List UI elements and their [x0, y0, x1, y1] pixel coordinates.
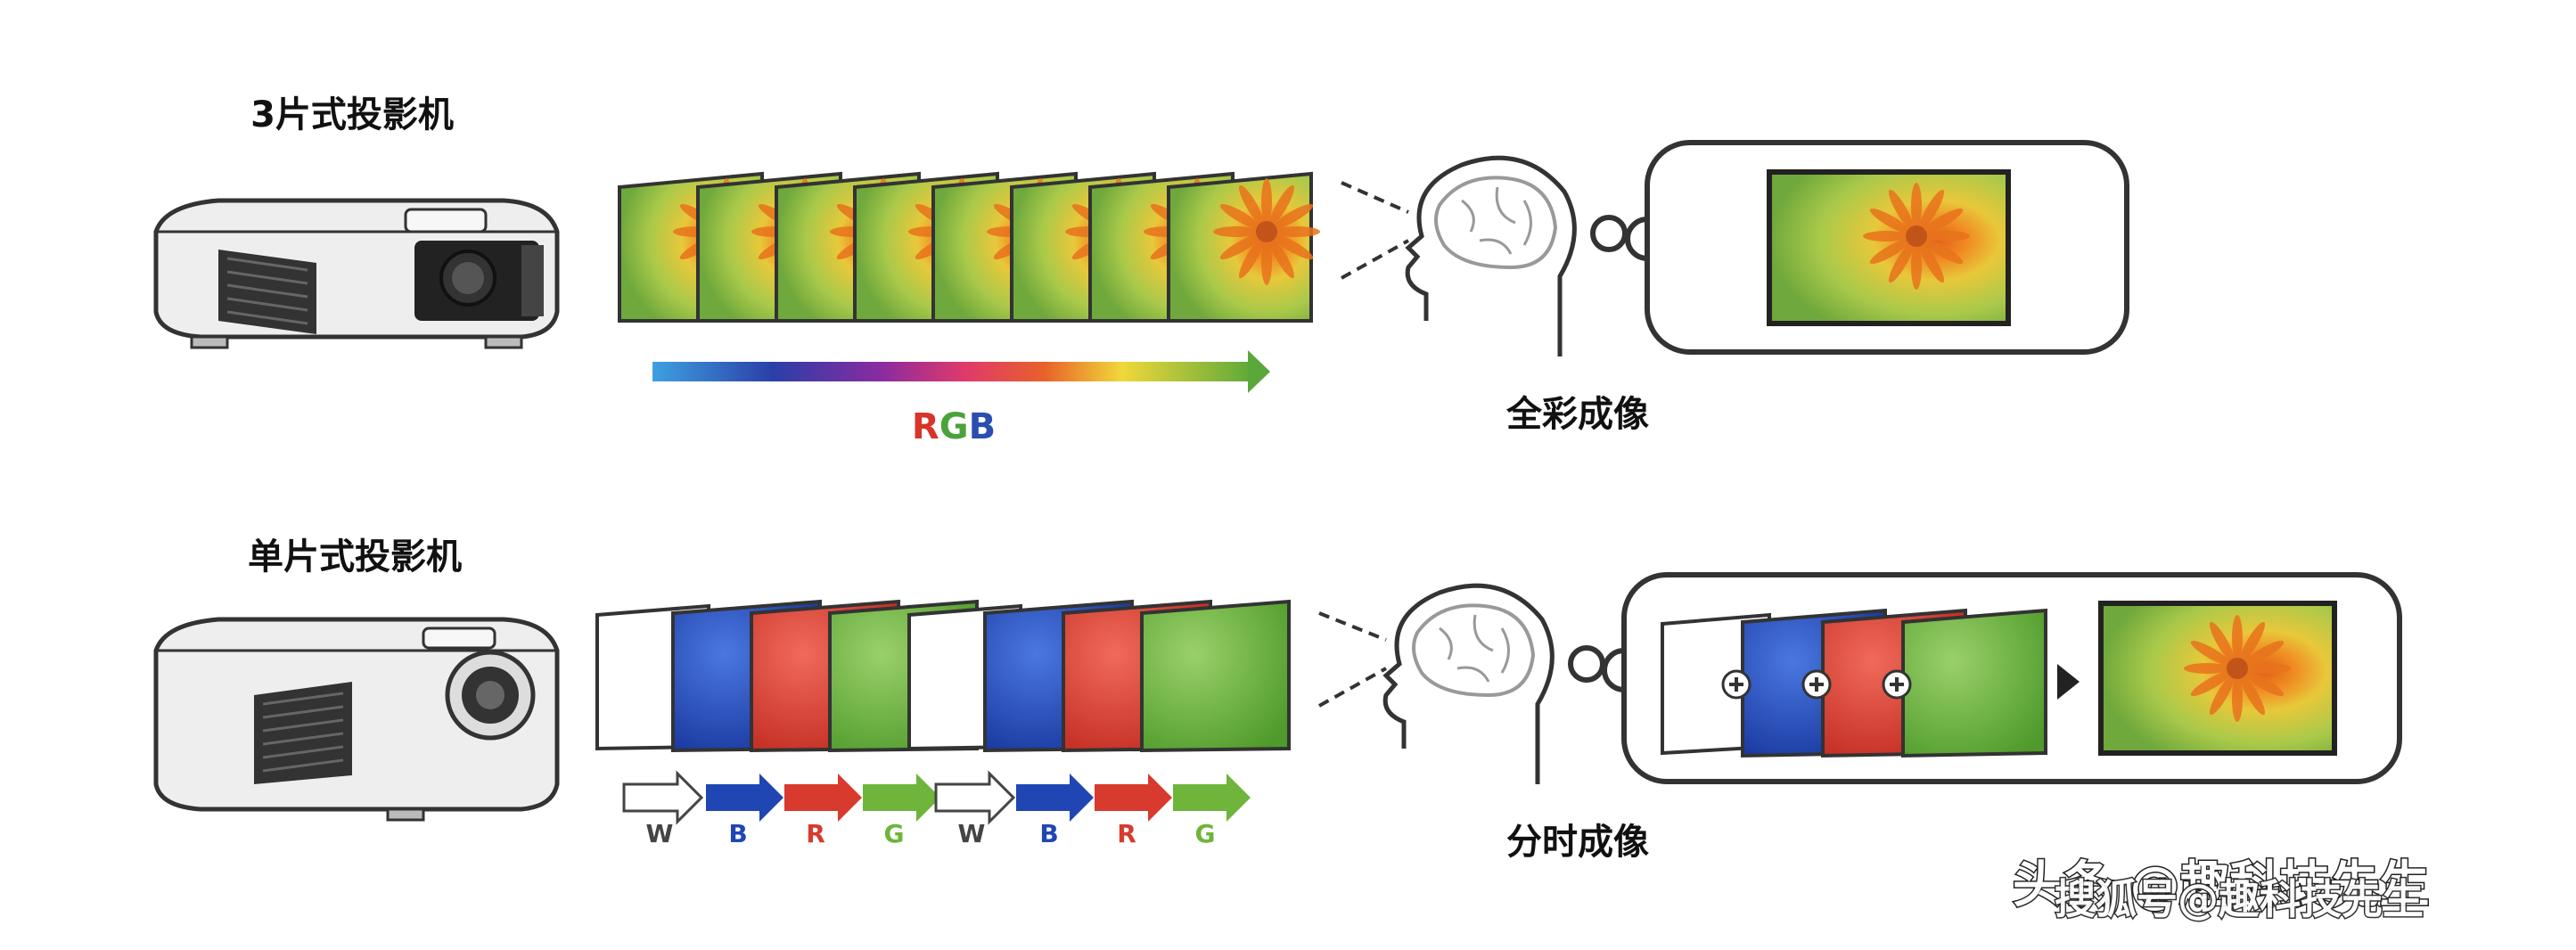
sequence-labels: W B R G W B R G — [646, 819, 1216, 848]
projector-icon — [153, 617, 560, 822]
plus-icon — [1801, 669, 1832, 700]
color-frame — [1167, 171, 1320, 323]
white-arrow — [934, 770, 1016, 825]
sight-lines — [1318, 611, 1387, 708]
green-arrow — [1173, 774, 1251, 822]
full-color-frame-stack — [618, 171, 1320, 323]
green-frame — [1901, 608, 2047, 758]
watermark-front: 搜狐号@趣科技先生 — [2055, 875, 2424, 923]
rgb-r: R — [912, 406, 939, 447]
seq-label-b: B — [1039, 819, 1058, 848]
thought-bubble-icon — [1568, 645, 1605, 683]
single-chip-title: 单片式投影机 — [248, 536, 462, 577]
blue-arrow — [706, 774, 783, 822]
seq-label-b: B — [728, 819, 747, 848]
rgb-label: RGB — [912, 406, 996, 447]
blue-arrow — [1016, 774, 1094, 822]
rgb-gradient-arrow — [652, 350, 1270, 393]
time-division-result-image — [2098, 601, 2337, 756]
watermark-back: 头条 @趣科技先生 — [2013, 856, 2430, 914]
three-chip-title: 3片式投影机 — [250, 94, 454, 135]
full-color-result-image — [1767, 169, 2011, 326]
projector-icon — [153, 198, 560, 349]
plus-icon — [1882, 669, 1912, 700]
red-arrow — [784, 774, 862, 822]
rgb-g: G — [939, 406, 969, 447]
play-triangle-icon — [2057, 664, 2080, 700]
sight-lines — [1341, 181, 1409, 280]
combined-frames — [1661, 608, 2047, 758]
brain-head-icon — [1382, 583, 1555, 784]
white-arrow — [622, 770, 704, 825]
seq-label-w: W — [958, 819, 986, 848]
red-arrow — [1095, 774, 1172, 822]
green-arrow — [863, 774, 940, 822]
brain-head-icon — [1405, 155, 1577, 356]
full-color-label: 全彩成像 — [1505, 394, 1649, 435]
rgb-b: B — [969, 406, 997, 447]
seq-label-g: G — [1195, 819, 1216, 848]
seq-label-g: G — [884, 819, 905, 848]
seq-label-r: R — [806, 819, 825, 848]
time-division-label: 分时成像 — [1506, 822, 1649, 863]
time-division-frame-stack — [595, 599, 1291, 753]
plus-icon — [1721, 669, 1752, 700]
thought-bubble-icon — [1590, 215, 1628, 252]
color-sequence-arrows — [622, 770, 1251, 825]
green-frame — [1140, 599, 1291, 753]
seq-label-w: W — [646, 819, 674, 848]
seq-label-r: R — [1117, 819, 1136, 848]
